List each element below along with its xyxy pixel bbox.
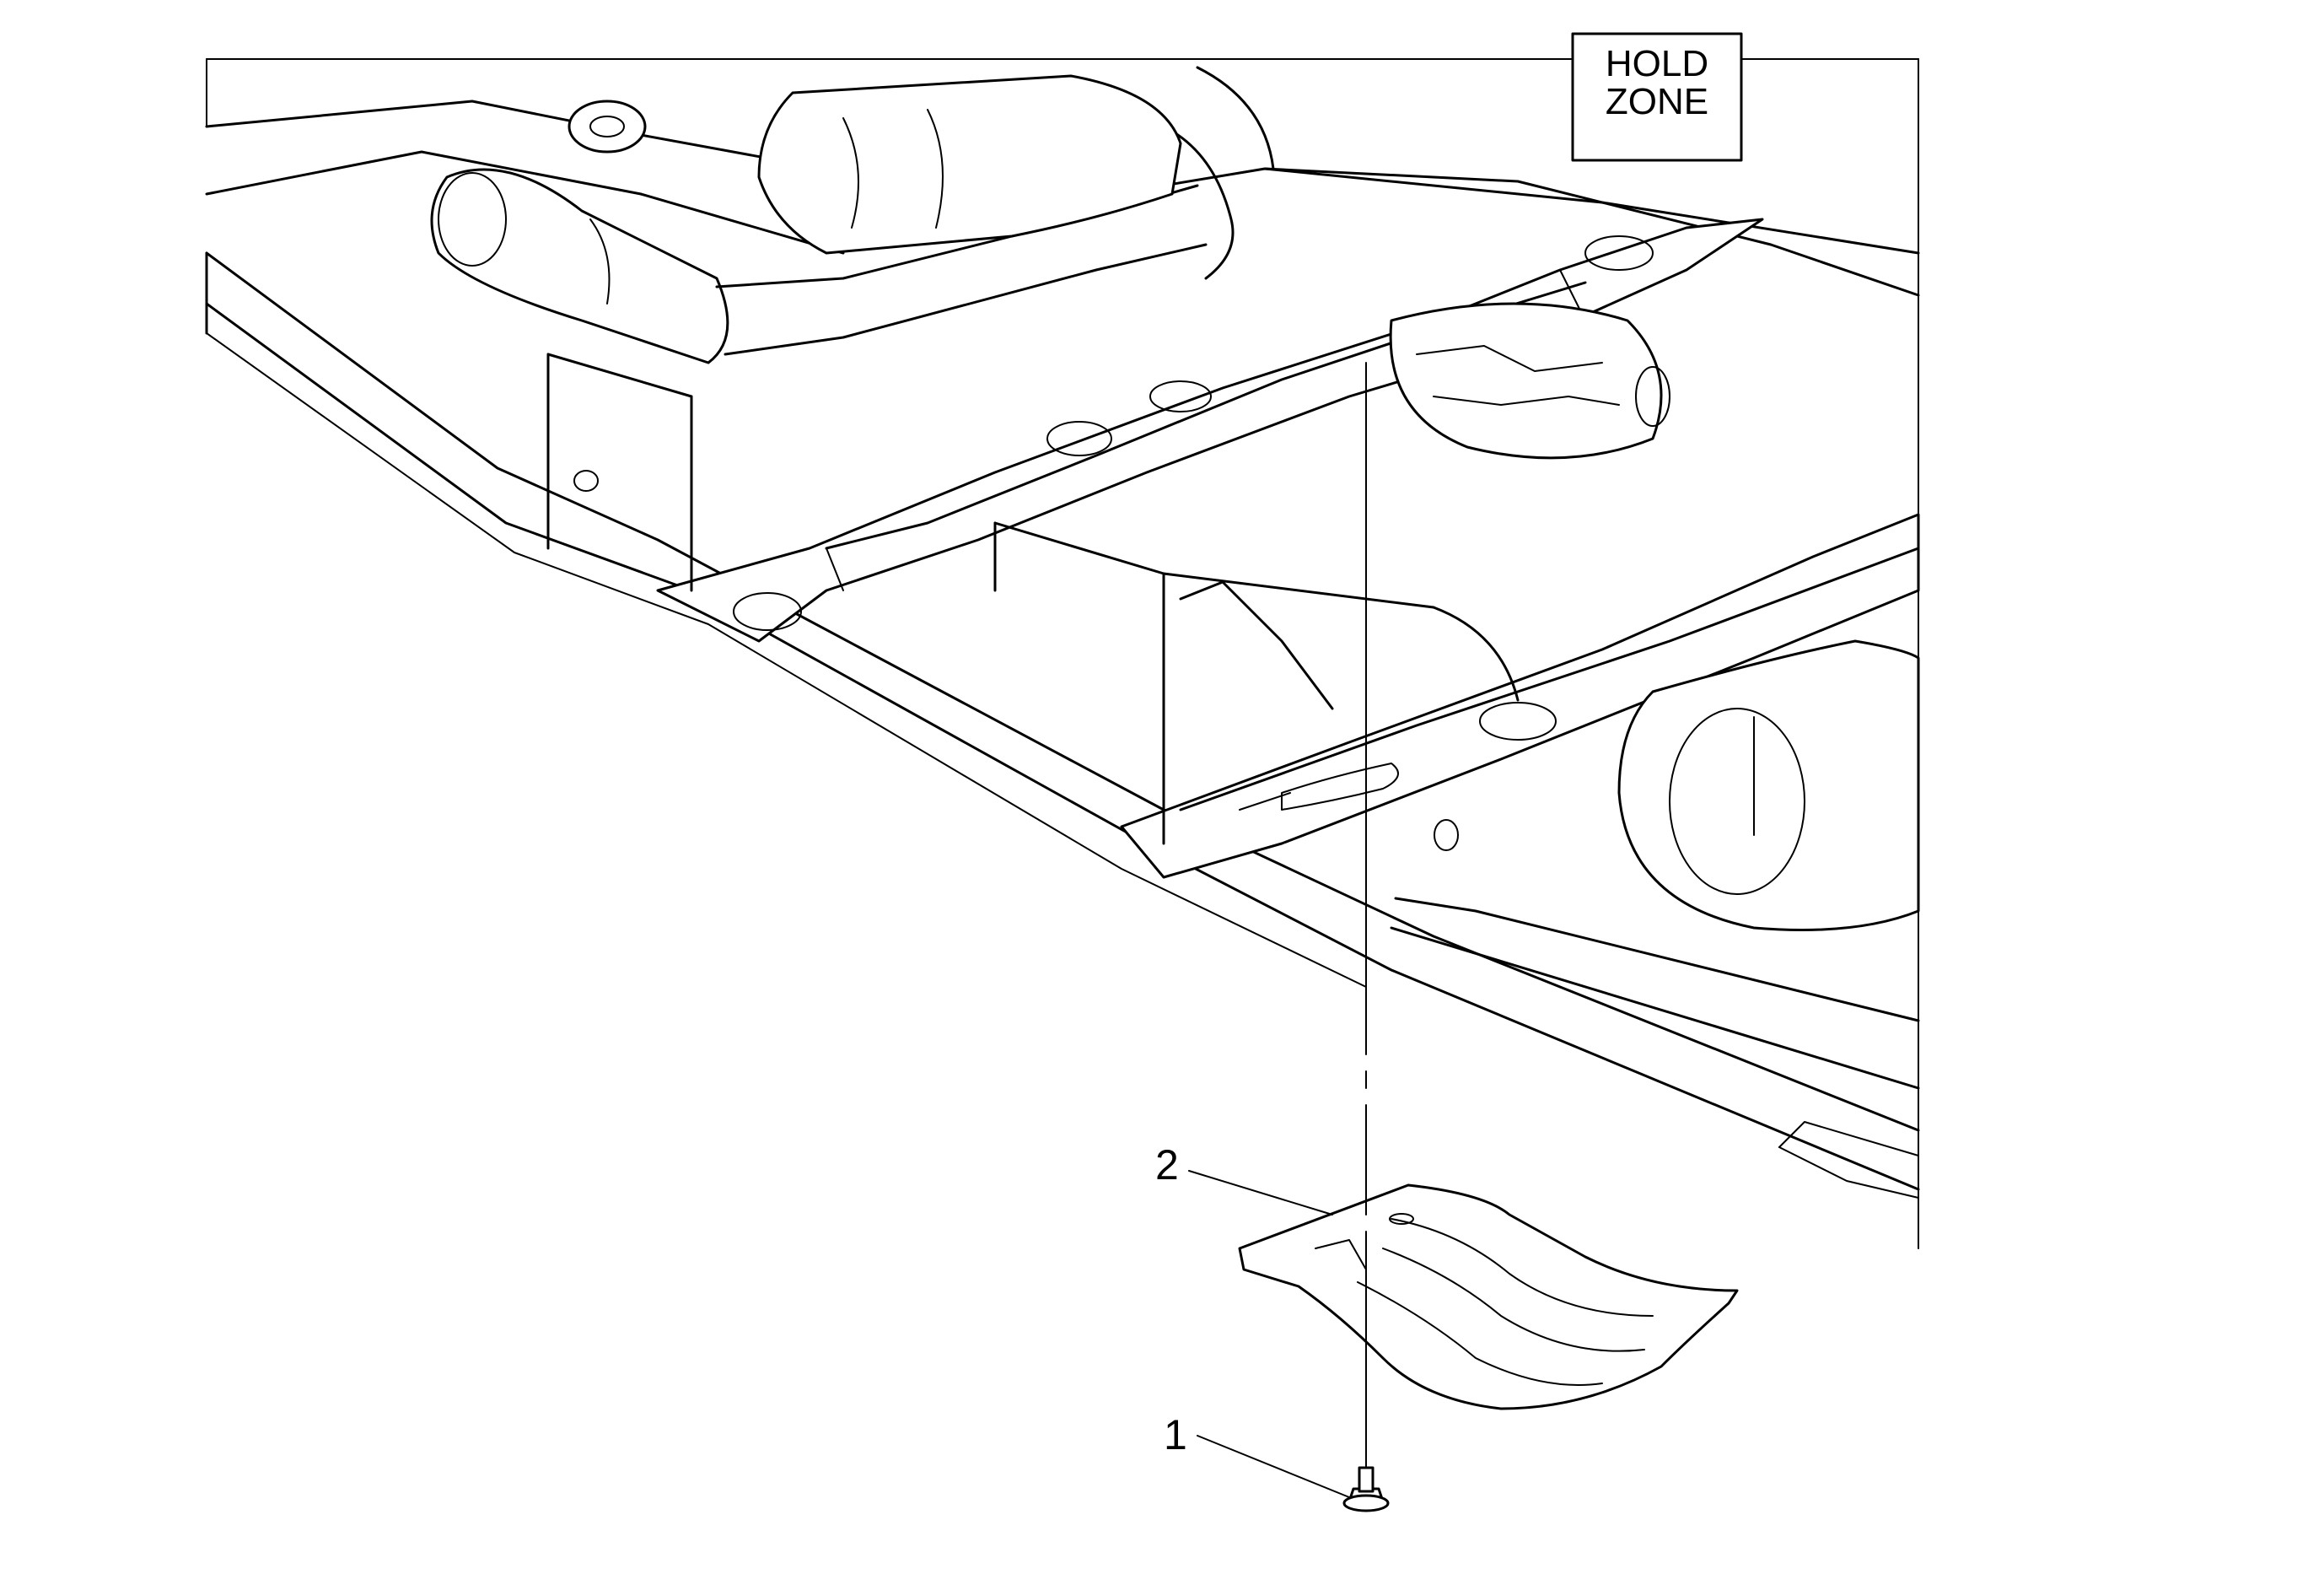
crossmember-gusset bbox=[546, 353, 693, 592]
fuel-tank bbox=[993, 521, 1520, 845]
callout-2: 2 bbox=[1155, 1141, 1333, 1216]
sign-line-1: HOLD bbox=[1606, 43, 1708, 84]
callout-label-2: 2 bbox=[1155, 1141, 1179, 1189]
engine-mount bbox=[568, 100, 647, 154]
sign-line-2: ZONE bbox=[1606, 81, 1708, 122]
transfer-case bbox=[1389, 302, 1670, 460]
hold-zone-sign: HOLD ZONE bbox=[1571, 32, 1743, 162]
muffler bbox=[1617, 639, 1920, 931]
catalytic-converter-left bbox=[430, 168, 729, 364]
frame-left-rail bbox=[205, 251, 1920, 1191]
callout-1: 1 bbox=[1164, 1411, 1350, 1498]
frame-right-rail bbox=[1390, 897, 1920, 1199]
skid-plate-shield bbox=[1238, 1183, 1739, 1410]
bolt bbox=[1342, 1466, 1390, 1512]
callout-label-1: 1 bbox=[1164, 1411, 1187, 1458]
catalytic-converter-center bbox=[757, 74, 1182, 255]
